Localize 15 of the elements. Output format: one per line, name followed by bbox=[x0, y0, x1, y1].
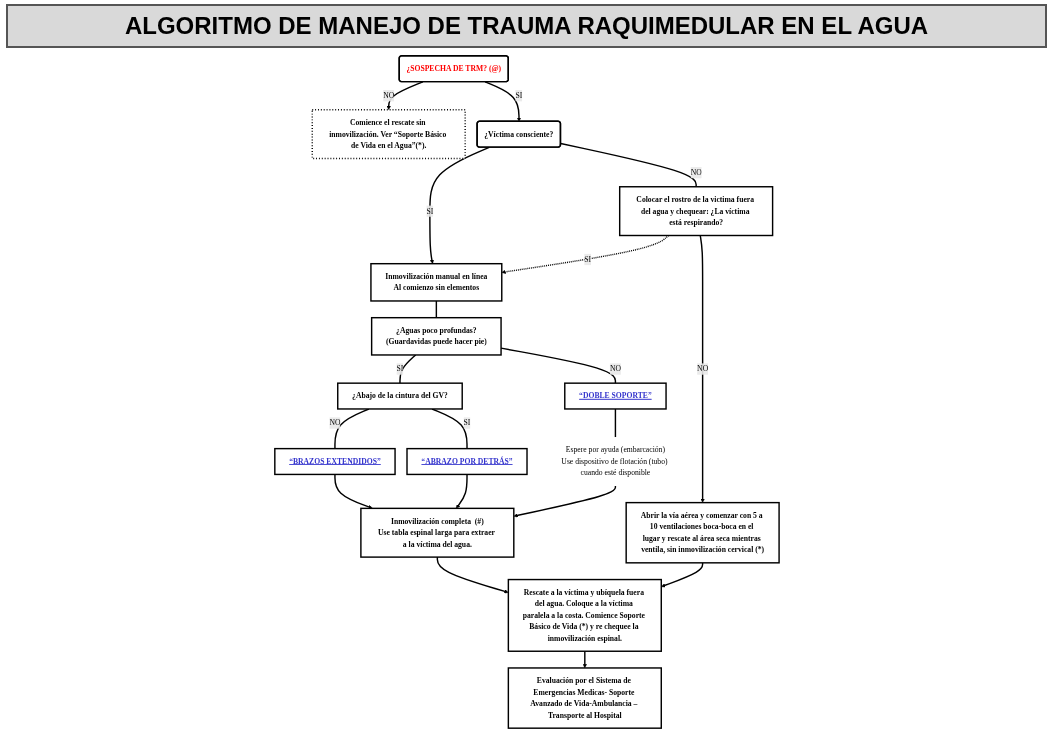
arrow bbox=[386, 81, 424, 110]
arrow bbox=[333, 473, 373, 509]
arrow bbox=[455, 473, 468, 509]
title-banner: ALGORITMO DE MANEJO DE TRAUMA RAQUIMEDULAR EN EL AGUA bbox=[6, 4, 1047, 48]
connector bbox=[333, 408, 370, 450]
connector bbox=[559, 142, 697, 188]
arrow bbox=[483, 81, 521, 122]
connector bbox=[398, 354, 416, 384]
arrow bbox=[660, 562, 703, 588]
arrow bbox=[428, 146, 490, 264]
arrow bbox=[699, 234, 705, 503]
connector bbox=[614, 408, 616, 438]
arrow bbox=[501, 234, 669, 274]
arrow bbox=[582, 650, 587, 669]
arrow bbox=[513, 485, 616, 518]
